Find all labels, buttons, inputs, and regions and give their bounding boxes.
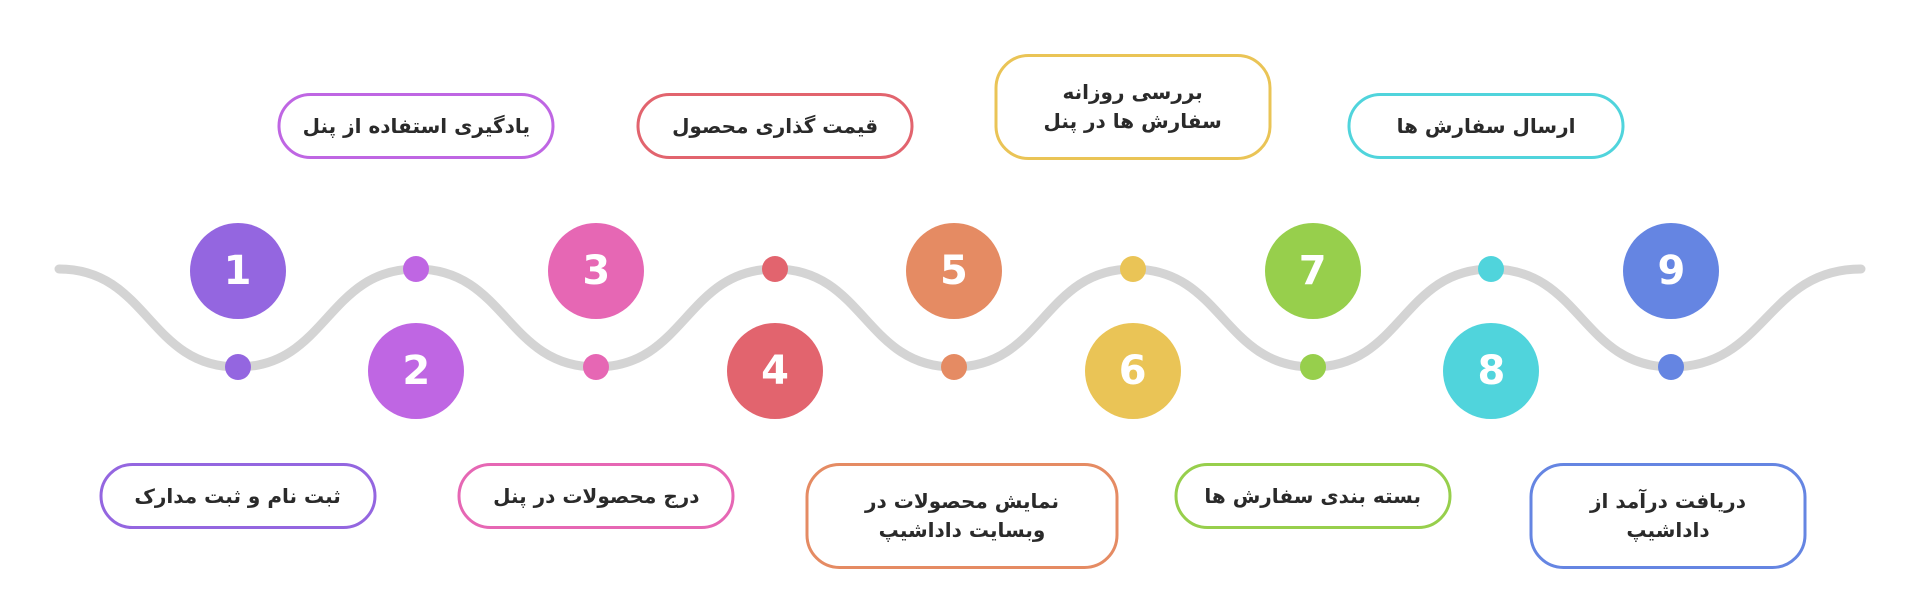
step-2-circle: 2 [368, 323, 465, 419]
step-2-label-box: یادگیری استفاده از پنل [277, 93, 555, 159]
step-8-label-box: ارسال سفارش ها [1347, 93, 1625, 159]
step-9-dot [1658, 354, 1685, 380]
step-5-circle: 5 [905, 223, 1002, 319]
step-1-label: ثبت نام و ثبت مدارک [134, 483, 341, 508]
step-6-circle: 6 [1084, 323, 1181, 419]
step-4-label: قیمت گذاری محصول [672, 113, 879, 138]
step-6-label-box: بررسی روزانه سفارش ها در پنل [994, 54, 1272, 160]
step-4-label-box: قیمت گذاری محصول [636, 93, 914, 159]
step-2-dot [403, 256, 430, 282]
step-3-label-box: درج محصولات در پنل [457, 463, 735, 529]
step-8-dot [1478, 256, 1505, 282]
step-9-circle: 9 [1623, 223, 1720, 319]
step-5-dot [940, 354, 967, 380]
step-3-label: درج محصولات در پنل [493, 483, 700, 508]
step-7-label-box: بسته بندی سفارش ها [1174, 463, 1452, 529]
step-9-label-box: دریافت درآمد از داداشیپ [1529, 463, 1807, 569]
step-1-dot [224, 354, 251, 380]
step-3-dot [583, 354, 610, 380]
step-2-label: یادگیری استفاده از پنل [302, 113, 530, 138]
step-8-circle: 8 [1443, 323, 1540, 419]
step-8-label: ارسال سفارش ها [1396, 113, 1576, 138]
step-4-dot [762, 256, 789, 282]
step-7-dot [1299, 354, 1326, 380]
step-3-circle: 3 [548, 223, 645, 319]
step-4-circle: 4 [727, 323, 824, 419]
step-5-label: نمایش محصولات در وبسایت داداشیپ [865, 489, 1059, 542]
step-1-circle: 1 [189, 223, 286, 319]
step-7-label: بسته بندی سفارش ها [1204, 483, 1422, 508]
step-6-dot [1119, 256, 1146, 282]
step-7-circle: 7 [1264, 223, 1361, 319]
step-9-label: دریافت درآمد از داداشیپ [1590, 489, 1746, 542]
step-6-label: بررسی روزانه سفارش ها در پنل [1043, 80, 1222, 133]
step-5-label-box: نمایش محصولات در وبسایت داداشیپ [805, 463, 1119, 569]
step-1-label-box: ثبت نام و ثبت مدارک [99, 463, 377, 529]
